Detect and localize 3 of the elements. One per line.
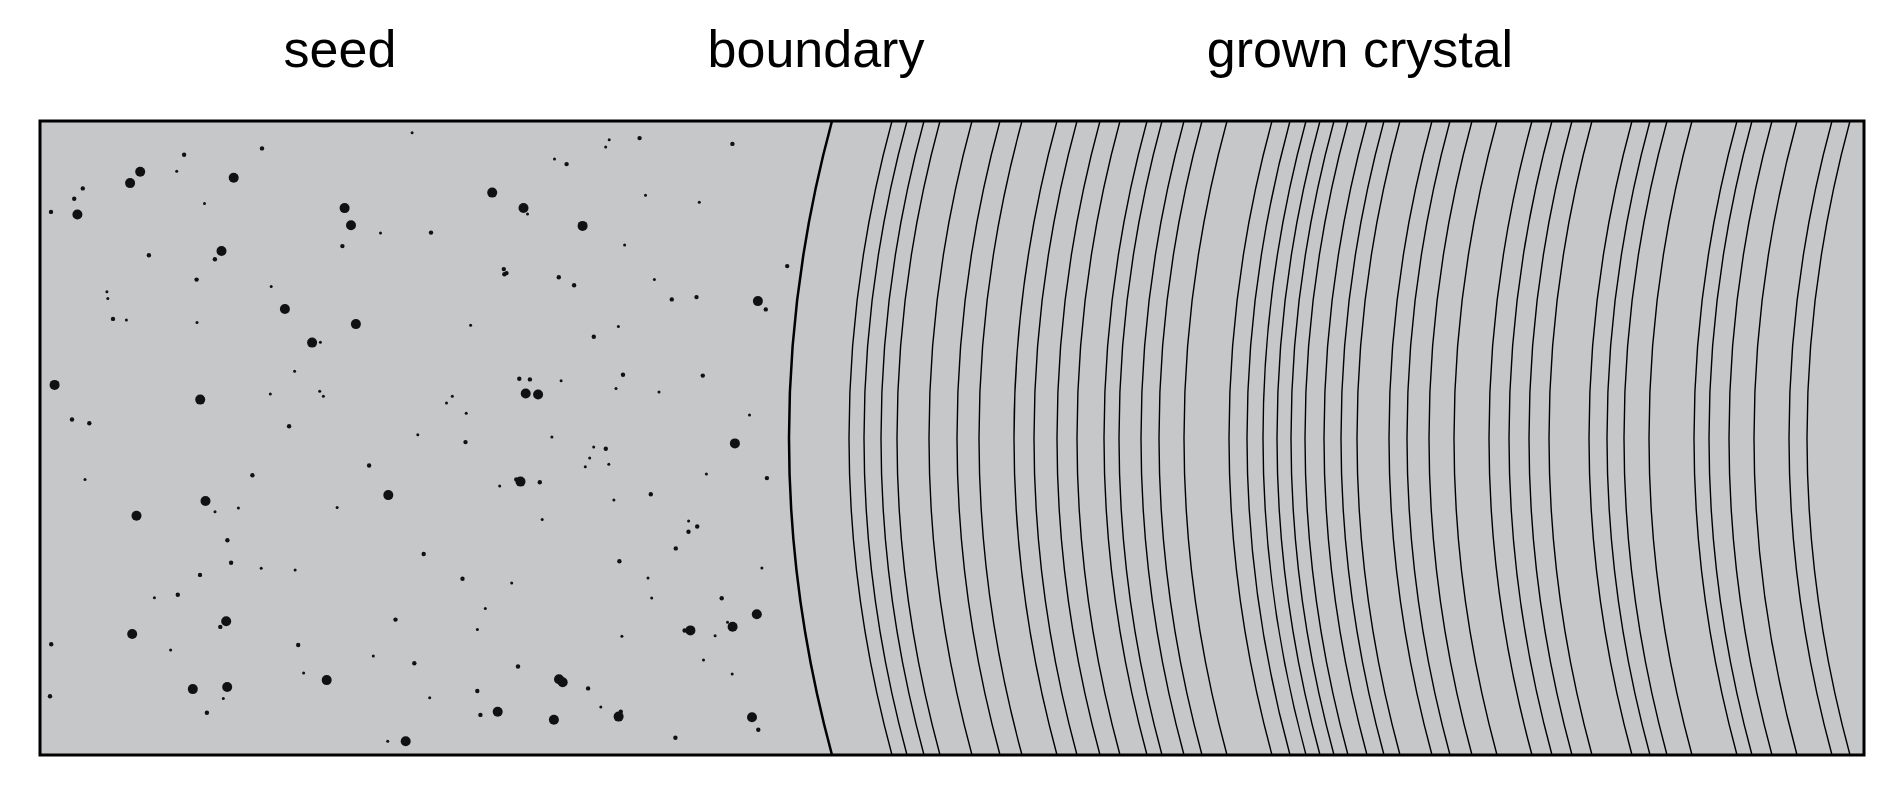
region-label: grown crystal — [1206, 19, 1514, 80]
region-label: seed — [283, 19, 397, 80]
region-label: boundary — [707, 19, 925, 80]
